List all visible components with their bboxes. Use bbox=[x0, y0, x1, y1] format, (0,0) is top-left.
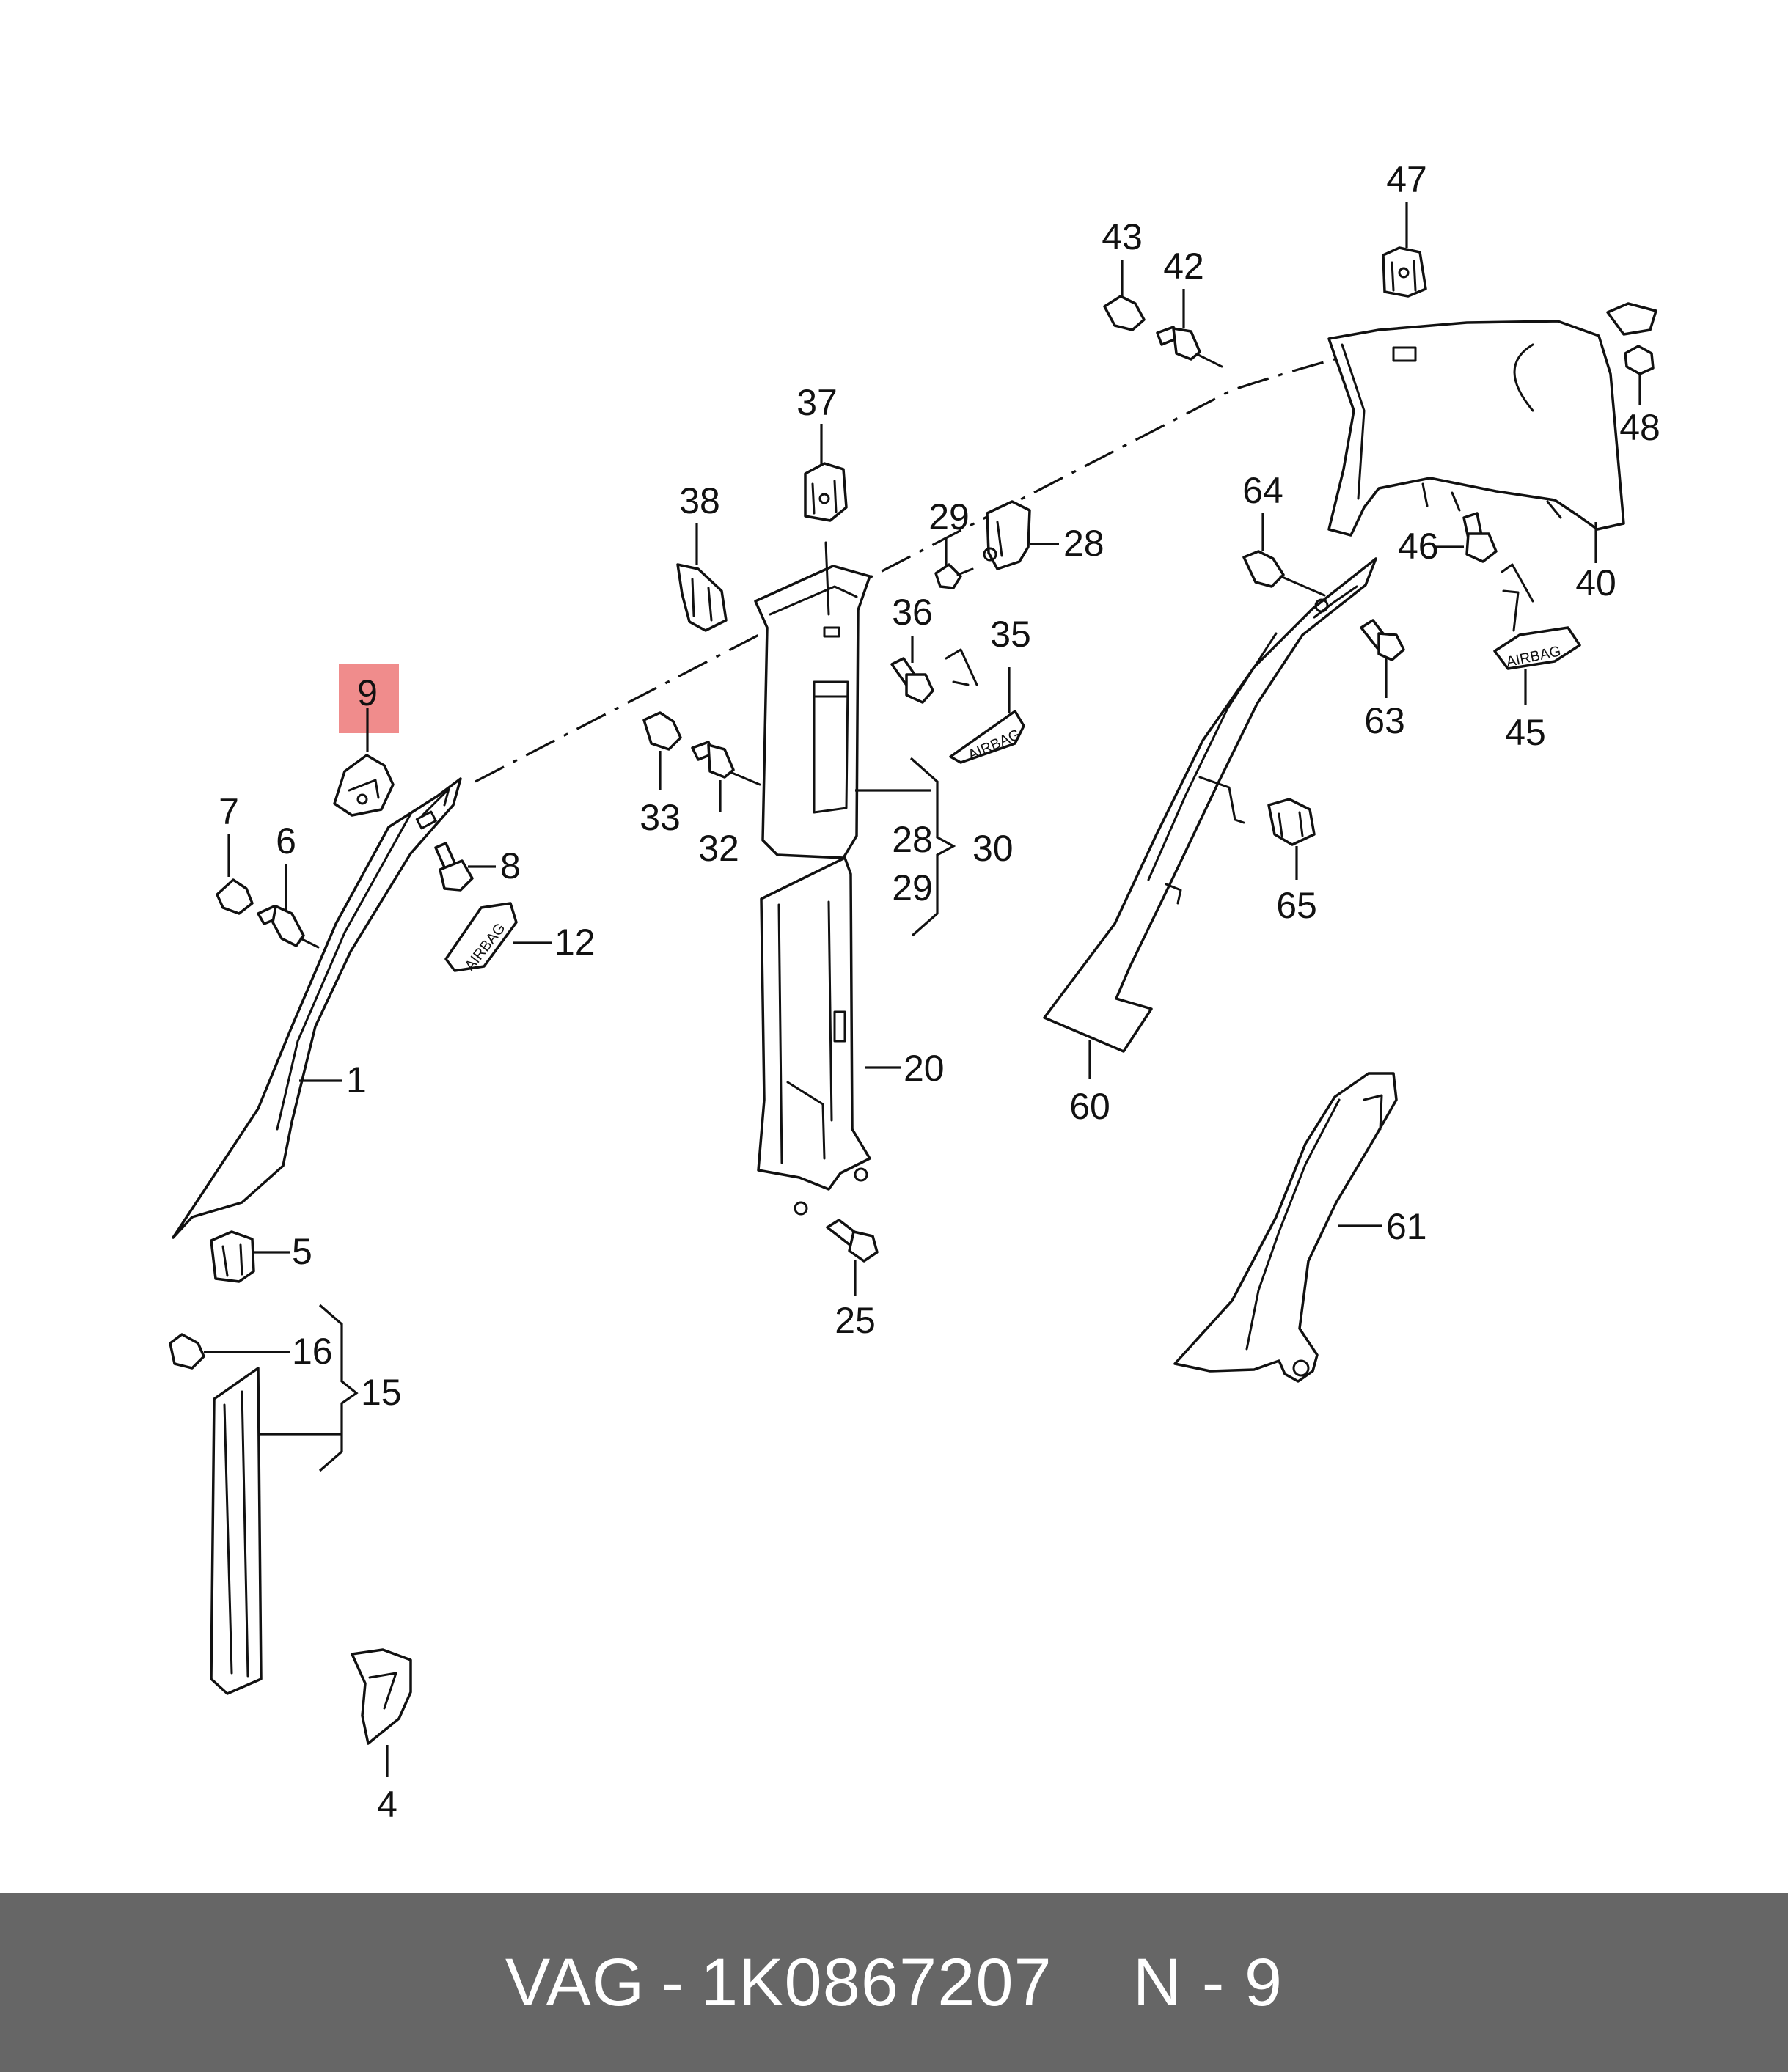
label-28-group: 28 bbox=[892, 819, 933, 860]
screw-part-25 bbox=[826, 1219, 879, 1263]
bolt-part-63 bbox=[1360, 619, 1405, 661]
brand-name: VAG bbox=[505, 1944, 645, 2020]
clip-part-65 bbox=[1267, 798, 1316, 846]
label-60: 60 bbox=[1069, 1086, 1110, 1127]
label-29-top: 29 bbox=[928, 496, 970, 537]
screw-part-36 bbox=[890, 657, 934, 704]
label-5: 5 bbox=[292, 1231, 312, 1272]
label-4: 4 bbox=[377, 1784, 397, 1825]
bolt-part-32 bbox=[691, 741, 761, 786]
diagram-position: N - 9 bbox=[1132, 1944, 1283, 2020]
airbag-badge-part-12: AIRBAG bbox=[444, 902, 518, 974]
label-38: 38 bbox=[679, 480, 720, 521]
rear-pillar-trim-part-60 bbox=[1043, 557, 1377, 1053]
callout-labels: 9 7 6 8 12 1 5 16 15 4 33 32 38 37 36 29… bbox=[219, 159, 1660, 1825]
a-pillar-trim bbox=[172, 777, 462, 1239]
clip-part-47 bbox=[1382, 246, 1427, 298]
clip-part-38 bbox=[676, 563, 728, 632]
airbag-badge-part-35: AIRBAG bbox=[945, 648, 1025, 764]
trim-panel-part-61 bbox=[1173, 1072, 1398, 1383]
screw-part-8 bbox=[434, 842, 474, 892]
label-6: 6 bbox=[276, 820, 296, 862]
clip-part-16 bbox=[169, 1333, 205, 1370]
label-29-group: 29 bbox=[892, 867, 933, 908]
screw-part-29 bbox=[934, 563, 974, 589]
bolt-part-42 bbox=[1156, 326, 1223, 368]
label-20: 20 bbox=[904, 1048, 945, 1089]
assembly-centerline bbox=[475, 337, 1438, 783]
part-number-banner: VAG - 1K0867207 N - 9 bbox=[0, 1893, 1788, 2072]
label-63: 63 bbox=[1364, 700, 1405, 741]
airbag-badge-part-45: AIRBAG bbox=[1493, 563, 1581, 671]
label-15: 15 bbox=[361, 1372, 402, 1413]
b-pillar-lower-trim bbox=[757, 856, 871, 1216]
push-clip-part-64 bbox=[1242, 550, 1326, 597]
label-42: 42 bbox=[1163, 246, 1204, 287]
label-61: 61 bbox=[1386, 1206, 1427, 1247]
push-clip-part-43 bbox=[1103, 295, 1146, 331]
label-16: 16 bbox=[292, 1331, 333, 1372]
highlight-box bbox=[339, 664, 399, 733]
label-12: 12 bbox=[554, 922, 596, 963]
label-48: 48 bbox=[1619, 407, 1660, 448]
label-35: 35 bbox=[990, 614, 1031, 655]
label-30: 30 bbox=[972, 828, 1014, 869]
screw-part-7 bbox=[216, 878, 254, 915]
label-8: 8 bbox=[500, 845, 521, 886]
label-40: 40 bbox=[1575, 562, 1616, 603]
leader-lines bbox=[204, 202, 1641, 1777]
label-28-top: 28 bbox=[1063, 523, 1104, 564]
label-65: 65 bbox=[1276, 885, 1317, 926]
bolt-part-6 bbox=[257, 905, 320, 949]
label-46: 46 bbox=[1398, 526, 1439, 567]
label-1: 1 bbox=[346, 1059, 367, 1101]
label-9: 9 bbox=[357, 672, 378, 713]
push-clip-part-33 bbox=[642, 711, 682, 751]
part-number: 1K0867207 bbox=[700, 1944, 1052, 2020]
screw-part-46 bbox=[1462, 512, 1498, 563]
nut-part-48 bbox=[1624, 345, 1655, 375]
clip-part-37 bbox=[804, 462, 848, 522]
label-47: 47 bbox=[1386, 159, 1427, 200]
grab-handle-part-28 bbox=[983, 500, 1031, 570]
label-25: 25 bbox=[835, 1300, 876, 1341]
clip-part-9 bbox=[333, 754, 395, 817]
label-33: 33 bbox=[640, 797, 681, 838]
label-7: 7 bbox=[219, 791, 239, 832]
b-pillar-upper-trim bbox=[754, 541, 871, 859]
trim-piece-part-4 bbox=[351, 1648, 412, 1745]
label-37: 37 bbox=[796, 382, 838, 423]
label-43: 43 bbox=[1102, 216, 1143, 257]
label-32: 32 bbox=[698, 828, 739, 869]
clip-part-5 bbox=[210, 1230, 255, 1283]
banner-separator: - bbox=[661, 1944, 685, 2020]
label-36: 36 bbox=[892, 592, 933, 633]
c-pillar-trim bbox=[1327, 302, 1657, 537]
lower-a-pillar-trim bbox=[210, 1367, 263, 1695]
parts-diagram: AIRBAG bbox=[169, 159, 1660, 1825]
label-45: 45 bbox=[1505, 712, 1546, 753]
label-64: 64 bbox=[1242, 470, 1283, 511]
